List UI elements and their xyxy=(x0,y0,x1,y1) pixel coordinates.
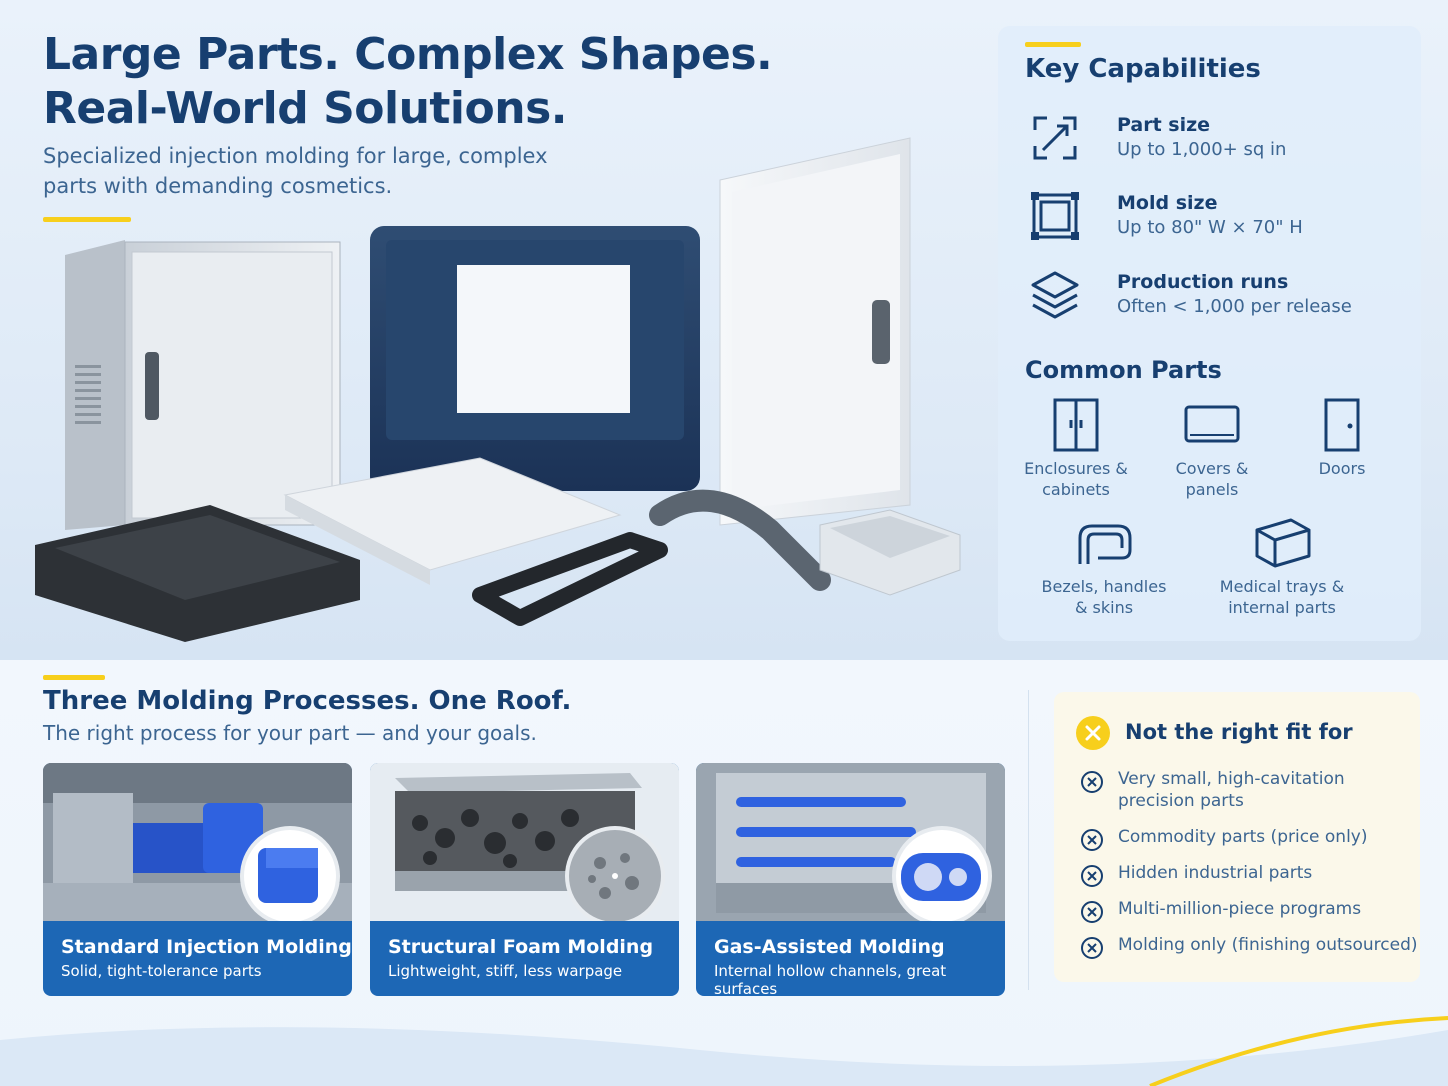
capability-value: Up to 1,000+ sq in xyxy=(1117,139,1287,160)
x-circle-icon xyxy=(1081,901,1103,923)
capability-value: Up to 80" W × 70" H xyxy=(1117,217,1303,238)
x-circle-icon xyxy=(1081,865,1103,887)
not-right-fit-panel: Not the right fit for Very small, high-c… xyxy=(1054,692,1420,982)
not-fit-text-line-1: Hidden industrial parts xyxy=(1118,863,1313,883)
capability-production-runs: Production runs Often < 1,000 per releas… xyxy=(1025,269,1405,331)
common-part-covers: Covers & panels xyxy=(1158,398,1266,500)
key-capabilities-panel: Key Capabilities Part size Up to 1,000+ … xyxy=(998,26,1421,641)
common-part-label: Enclosures & cabinets xyxy=(1018,458,1134,500)
hero-subtitle: Specialized injection molding for large,… xyxy=(43,141,603,201)
not-fit-text: Multi-million-piece programs xyxy=(1118,898,1418,920)
common-part-enclosures: Enclosures & cabinets xyxy=(1018,398,1134,500)
processes-subtitle: The right process for your part — and yo… xyxy=(43,721,537,745)
x-circle-icon xyxy=(1081,937,1103,959)
hero-accent-bar xyxy=(43,217,131,222)
common-part-label: Medical trays & internal parts xyxy=(1210,576,1354,618)
common-part-label-line-1: Medical trays & xyxy=(1219,577,1345,596)
hero-title-line-2: Real-World Solutions. xyxy=(43,83,567,134)
door-icon xyxy=(1324,398,1360,452)
common-part-label-line-1: Doors xyxy=(1318,459,1366,478)
x-circle-icon xyxy=(1081,771,1103,793)
process-card-gas-assisted[interactable]: Gas-Assisted Molding Internal hollow cha… xyxy=(696,763,1005,996)
standard-molding-photo xyxy=(43,763,352,921)
common-part-label: Bezels, handles & skins xyxy=(1034,576,1174,618)
handles-product xyxy=(472,489,831,626)
not-fit-title: Not the right fit for xyxy=(1125,720,1353,744)
capability-part-size: Part size Up to 1,000+ sq in xyxy=(1025,112,1405,174)
gas-assisted-photo xyxy=(696,763,1005,921)
bezel-product xyxy=(370,226,700,491)
mold-frame-icon xyxy=(1031,192,1079,240)
not-fit-text-line-1: Multi-million-piece programs xyxy=(1118,899,1362,919)
common-part-label-line-1: Bezels, handles xyxy=(1041,577,1167,596)
section-divider xyxy=(1028,690,1029,990)
process-card-standard[interactable]: Standard Injection Molding Solid, tight-… xyxy=(43,763,352,996)
resize-arrow-icon xyxy=(1033,116,1077,160)
common-part-bezels: Bezels, handles & skins xyxy=(1034,520,1174,618)
cabinet-product xyxy=(65,240,341,530)
capability-label: Production runs xyxy=(1117,271,1289,293)
not-fit-text-line-1: Commodity parts (price only) xyxy=(1118,827,1368,847)
capabilities-accent-bar xyxy=(1025,42,1081,47)
process-card-desc: Internal hollow channels, great surfaces xyxy=(714,962,947,996)
cabinet-icon xyxy=(1053,398,1099,452)
common-part-doors: Doors xyxy=(1298,398,1386,479)
not-fit-text-line-2: precision parts xyxy=(1118,791,1244,811)
common-part-label-line-1: Covers & xyxy=(1175,459,1249,478)
process-card-title: Structural Foam Molding xyxy=(388,936,654,958)
not-fit-text: Molding only (finishing outsourced) xyxy=(1118,934,1418,956)
door-product xyxy=(719,137,911,526)
capability-label: Part size xyxy=(1117,114,1211,136)
not-fit-text: Commodity parts (price only) xyxy=(1118,826,1418,848)
common-part-label-line-2: panels xyxy=(1185,480,1239,499)
common-part-label: Doors xyxy=(1298,458,1386,479)
common-part-label-line-2: & skins xyxy=(1074,598,1134,617)
tray-box-icon xyxy=(1255,518,1311,568)
capability-mold-size: Mold size Up to 80" W × 70" H xyxy=(1025,190,1405,252)
capabilities-title: Key Capabilities xyxy=(1025,54,1261,84)
common-part-medical-trays: Medical trays & internal parts xyxy=(1210,516,1354,618)
hero-subtitle-line-2: parts with demanding cosmetics. xyxy=(43,174,393,198)
small-tray-product xyxy=(819,509,961,596)
processes-title: Three Molding Processes. One Roof. xyxy=(43,686,572,716)
product-lineup-image xyxy=(35,137,961,642)
layers-icon xyxy=(1031,271,1079,319)
not-fit-text: Hidden industrial parts xyxy=(1118,862,1418,884)
capability-label: Mold size xyxy=(1117,192,1218,214)
process-card-desc: Lightweight, stiff, less warpage xyxy=(388,962,623,980)
x-circle-icon xyxy=(1081,829,1103,851)
white-cover-product xyxy=(283,457,622,585)
not-fit-text: Very small, high-cavitation precision pa… xyxy=(1118,768,1418,812)
capability-value: Often < 1,000 per release xyxy=(1117,296,1352,317)
hero-subtitle-line-1: Specialized injection molding for large,… xyxy=(43,144,548,168)
not-fit-text-line-1: Molding only (finishing outsourced) xyxy=(1118,935,1418,955)
panel-icon xyxy=(1184,405,1240,443)
not-fit-text-line-1: Very small, high-cavitation xyxy=(1118,769,1345,789)
hero-title-line-1: Large Parts. Complex Shapes. xyxy=(43,29,773,80)
common-part-label-line-2: cabinets xyxy=(1042,480,1110,499)
handle-icon xyxy=(1078,524,1132,564)
common-part-label-line-1: Enclosures & xyxy=(1024,459,1128,478)
x-circle-warning-icon xyxy=(1076,716,1110,750)
processes-accent-bar xyxy=(43,675,105,680)
process-card-title: Standard Injection Molding xyxy=(61,936,352,958)
common-part-label: Covers & panels xyxy=(1158,458,1266,500)
structural-foam-photo xyxy=(370,763,679,921)
process-card-title: Gas-Assisted Molding xyxy=(714,936,945,958)
black-tray-product xyxy=(35,505,360,642)
process-card-structural-foam[interactable]: Structural Foam Molding Lightweight, sti… xyxy=(370,763,679,996)
hero-title: Large Parts. Complex Shapes. Real-World … xyxy=(43,28,803,136)
process-card-desc: Solid, tight-tolerance parts xyxy=(61,962,262,980)
common-parts-title: Common Parts xyxy=(1025,356,1222,384)
common-part-label-line-2: internal parts xyxy=(1228,598,1336,617)
decorative-wave xyxy=(0,1016,1448,1086)
